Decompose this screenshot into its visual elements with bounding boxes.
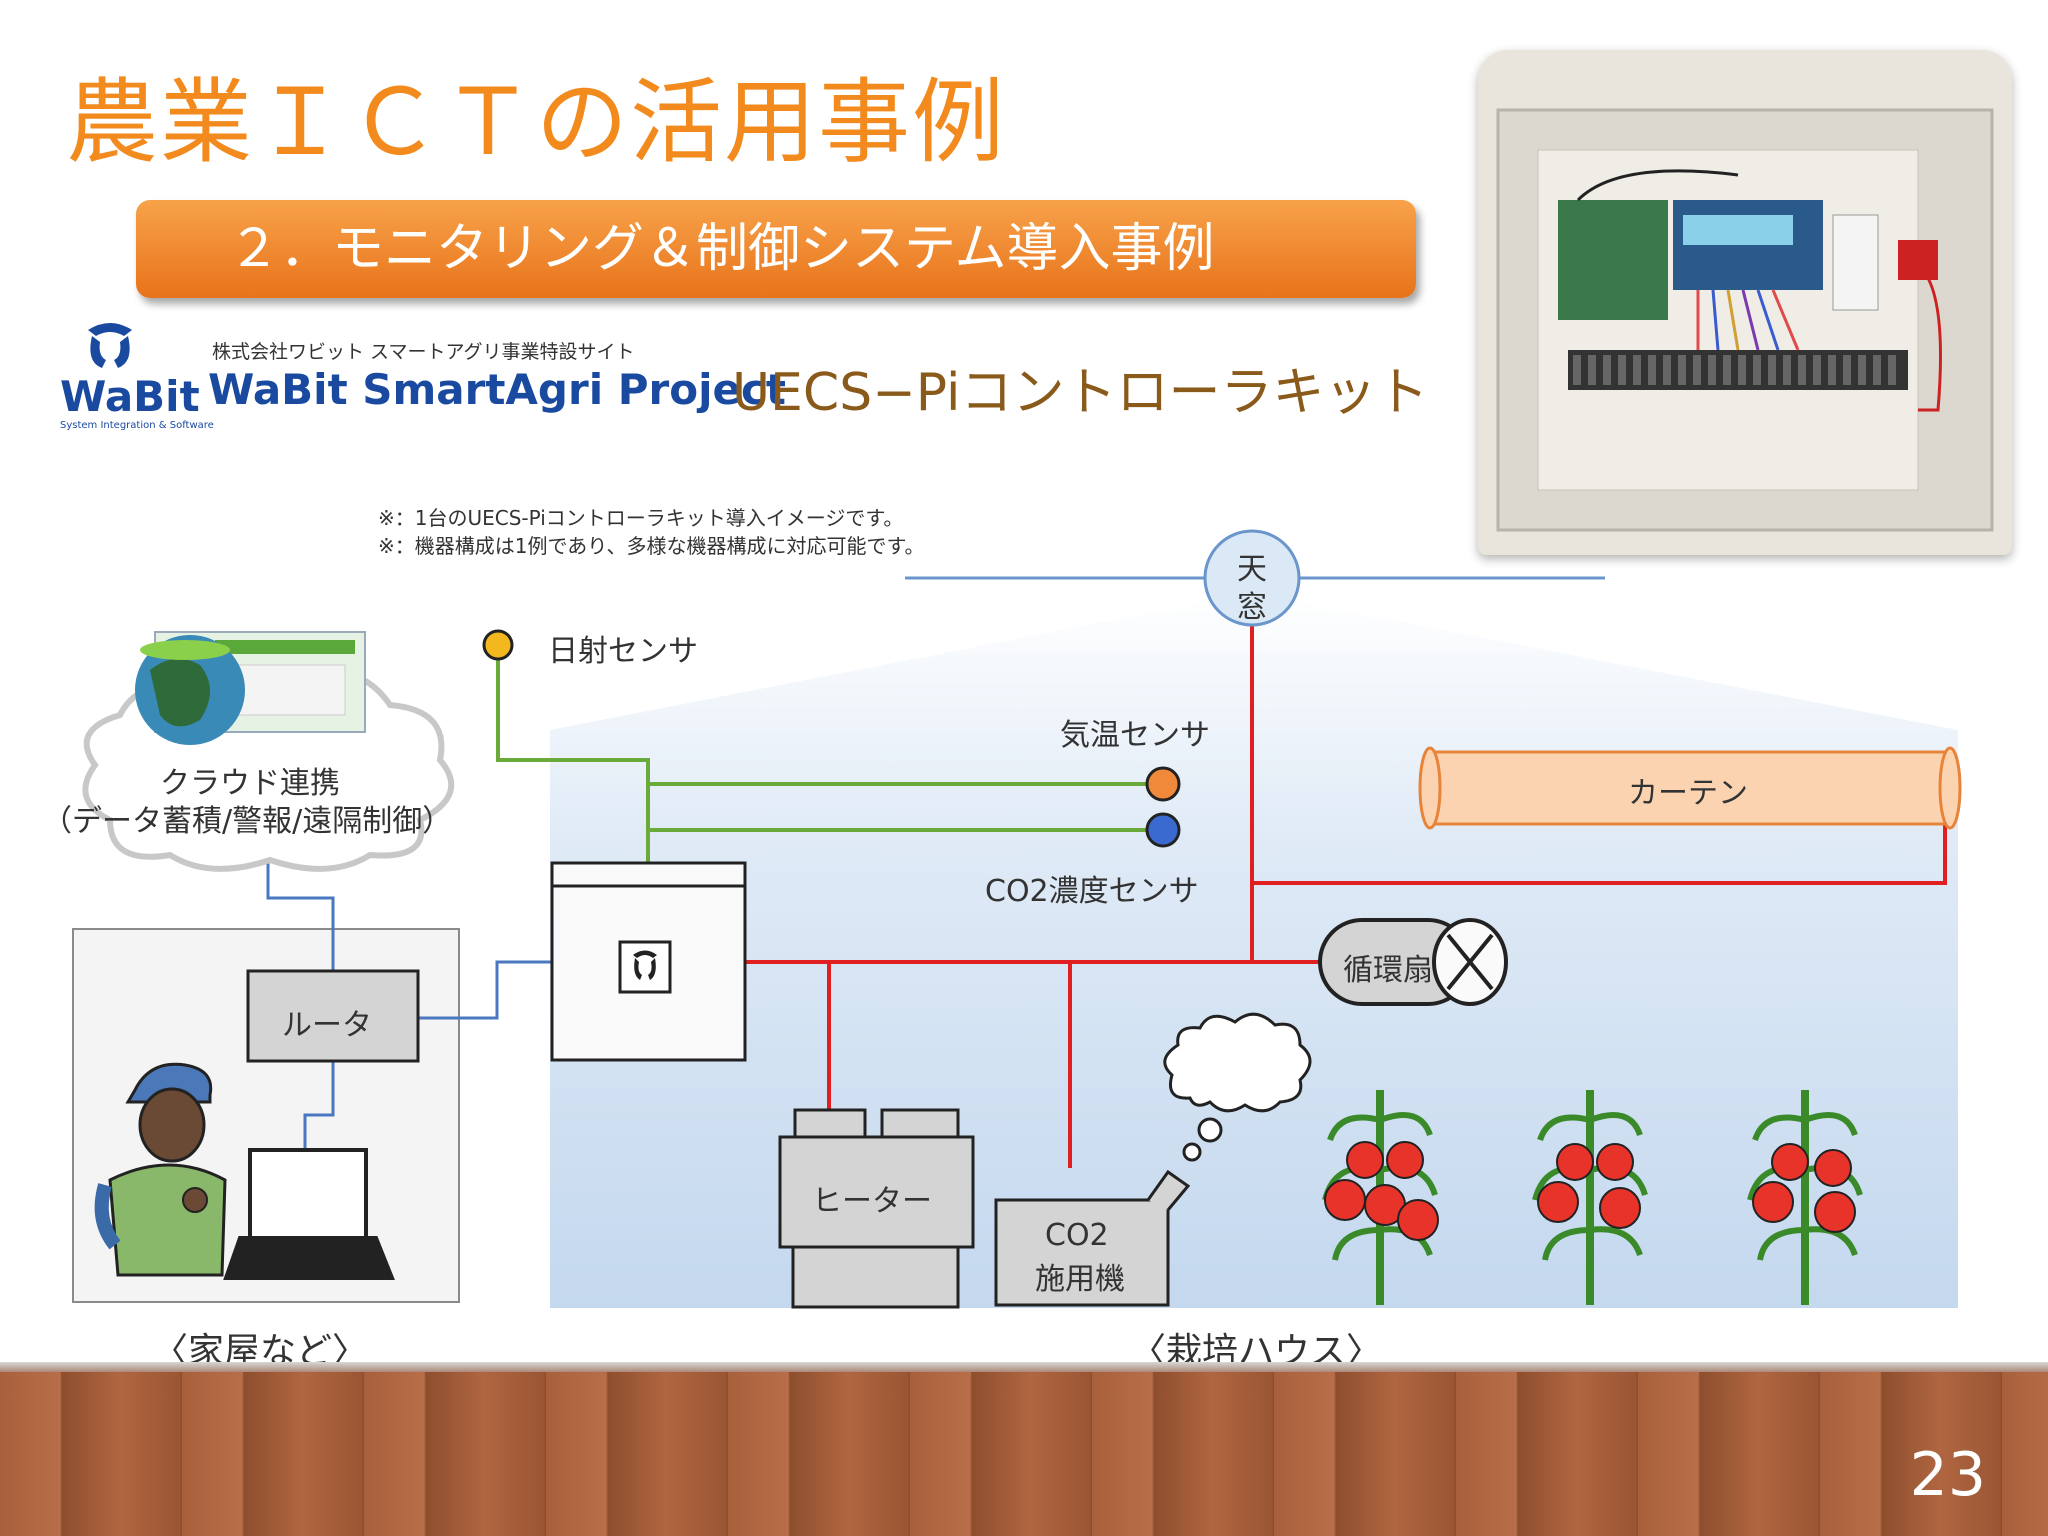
control-lines bbox=[745, 625, 1947, 1168]
skylight-label-1: 天 bbox=[1237, 552, 1267, 587]
tomato-plants bbox=[1322, 1090, 1863, 1305]
kit-label: UECS−Piコントローラキット bbox=[732, 363, 1429, 423]
sensor-lines bbox=[496, 648, 1152, 862]
circulation-fan bbox=[1318, 918, 1508, 1006]
company-name: 株式会社ワビット スマートアグリ事業特設サイト bbox=[212, 341, 635, 363]
curtain-label: カーテン bbox=[1628, 776, 1748, 811]
cloud-label-2: （データ蓄積/警報/遠隔制御） bbox=[42, 804, 453, 839]
page-number: 23 bbox=[1909, 1440, 1986, 1510]
cloud-label-1: クラウド連携 bbox=[160, 766, 340, 801]
co2-sensor-dot bbox=[1145, 812, 1181, 848]
farmer-figure bbox=[94, 1062, 227, 1277]
controller-box bbox=[550, 861, 747, 1062]
controller-box-illustration bbox=[1496, 108, 1994, 532]
skylight-node bbox=[1203, 529, 1301, 627]
solar-sensor-dot bbox=[482, 629, 514, 661]
solar-sensor-label: 日射センサ bbox=[548, 634, 698, 669]
fan-label: 循環扇 bbox=[1343, 953, 1433, 988]
router-box bbox=[246, 969, 420, 1063]
system-diagram bbox=[72, 529, 1962, 1309]
router-label: ルータ bbox=[282, 1008, 372, 1043]
co2-machine-label-1: CO2 bbox=[1045, 1218, 1109, 1253]
temp-sensor-dot bbox=[1145, 766, 1181, 802]
note-line-2: ※：機器構成は1例であり、多様な機器構成に対応可能です。 bbox=[378, 534, 925, 558]
co2-machine-label-2: 施用機 bbox=[1035, 1262, 1125, 1297]
temp-sensor-label: 気温センサ bbox=[1060, 718, 1210, 753]
logo-wordmark: WaBit bbox=[60, 372, 200, 421]
wabit-logo-icon bbox=[88, 323, 132, 368]
co2-sensor-label: CO2濃度センサ bbox=[985, 874, 1199, 909]
network-lines bbox=[266, 858, 552, 1150]
curtain-shape bbox=[1418, 746, 1962, 830]
note-line-1: ※：1台のUECS-Piコントローラキット導入イメージです。 bbox=[378, 506, 904, 530]
skylight-label-2: 窓 bbox=[1237, 590, 1267, 625]
wood-floor bbox=[0, 1372, 2048, 1536]
co2-machine bbox=[994, 1012, 1312, 1307]
heater-unit bbox=[778, 1108, 975, 1309]
laptop bbox=[223, 1148, 395, 1280]
slide-title: 農業ＩＣＴの活用事例 bbox=[66, 69, 1007, 176]
controller-photo bbox=[1478, 50, 2012, 555]
section-banner: ２．モニタリング＆制御システム導入事例 bbox=[136, 200, 1416, 298]
cloud-shape bbox=[82, 631, 455, 872]
logo-tagline: System Integration & Software bbox=[60, 420, 214, 431]
heater-label: ヒーター bbox=[812, 1184, 932, 1219]
project-name: WaBit SmartAgri Project bbox=[208, 365, 786, 414]
